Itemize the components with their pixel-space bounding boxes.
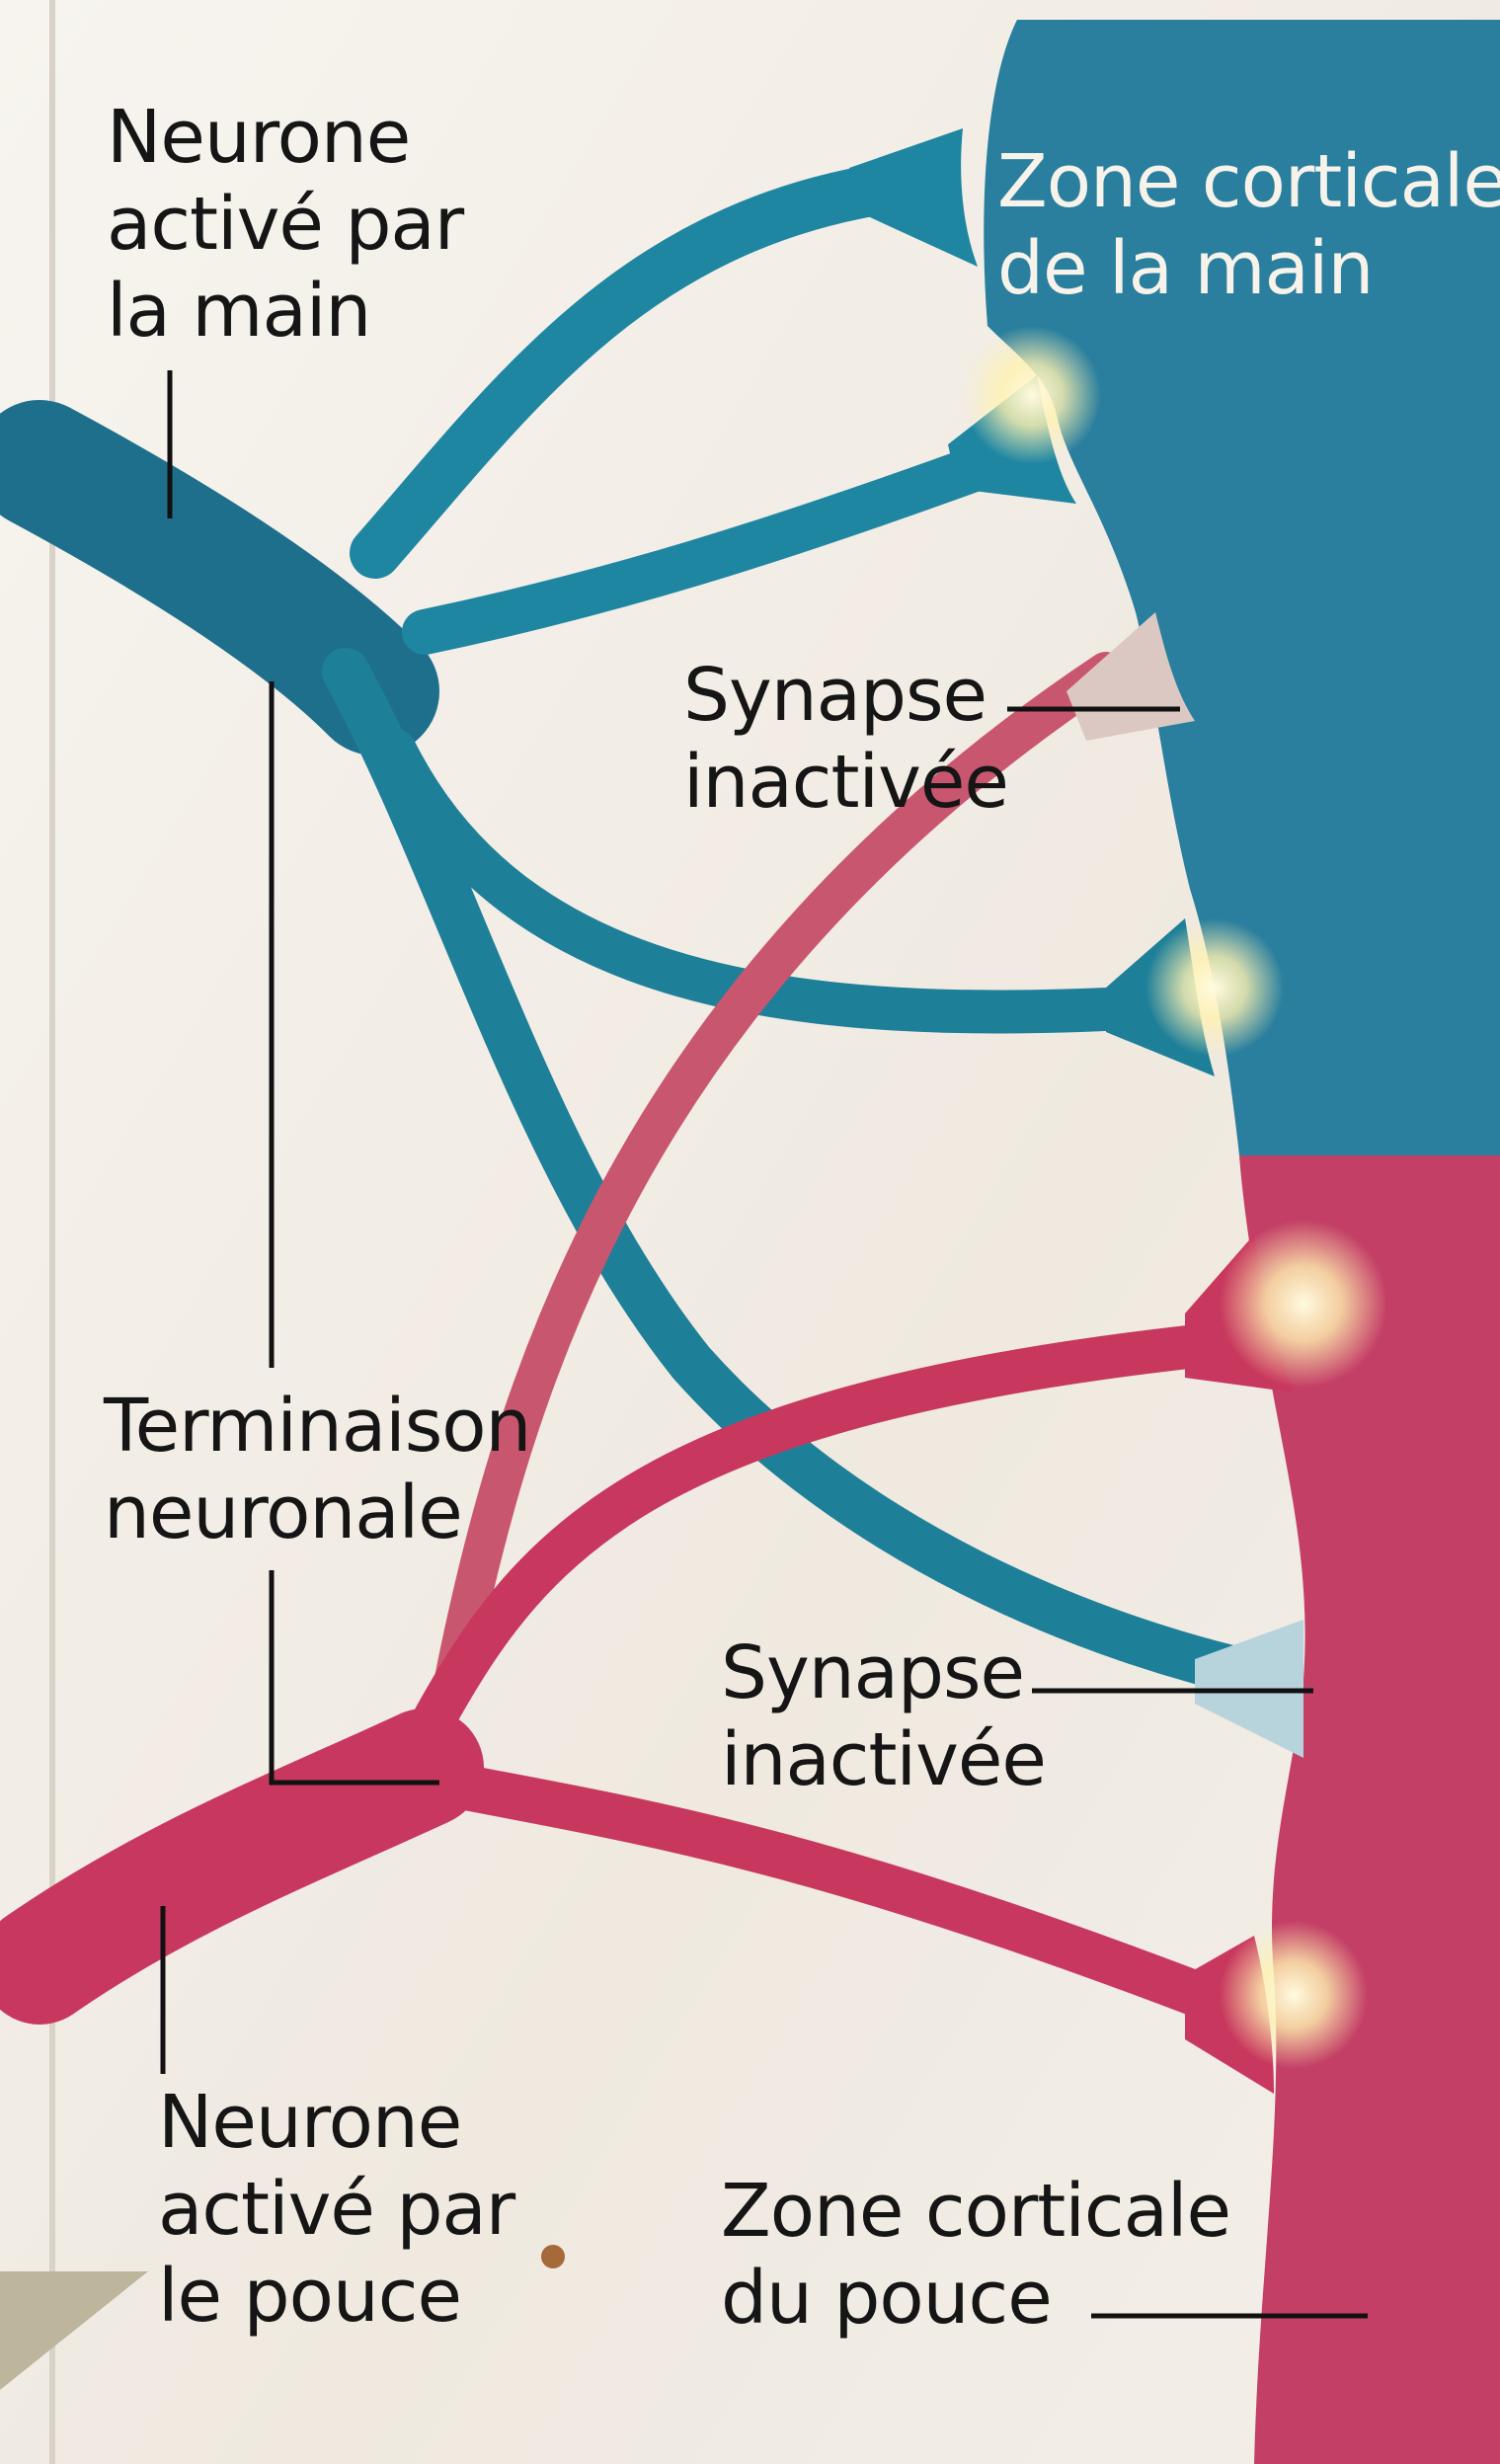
label-neuron-hand-line-3: la main: [107, 268, 463, 355]
label-synapse-top-line-2: inactivée: [683, 739, 1008, 826]
label-terminal: Terminaison neuronale: [104, 1383, 530, 1556]
synapse-glow-4: [1220, 1921, 1368, 2069]
label-neuron-thumb: Neurone activé par le pouce: [158, 2079, 514, 2340]
label-neuron-hand: Neurone activé par la main: [107, 94, 463, 355]
label-neuron-thumb-line-2: activé par: [158, 2166, 514, 2253]
label-zone-hand: Zone corticale de la main: [997, 138, 1500, 312]
label-synapse-bottom: Synapse inactivée: [721, 1629, 1046, 1803]
synapse-glow-3: [1220, 1220, 1387, 1388]
label-synapse-bottom-line-1: Synapse: [721, 1629, 1046, 1716]
left-edge-line: [49, 0, 55, 2464]
label-synapse-top: Synapse inactivée: [683, 652, 1008, 826]
label-neuron-thumb-line-1: Neurone: [158, 2079, 514, 2166]
label-neuron-thumb-line-3: le pouce: [158, 2253, 514, 2340]
label-synapse-bottom-line-2: inactivée: [721, 1716, 1046, 1803]
label-zone-thumb-line-1: Zone corticale: [721, 2168, 1230, 2255]
paper-speck: [541, 2245, 565, 2268]
label-zone-thumb-line-2: du pouce: [721, 2255, 1230, 2342]
label-zone-thumb: Zone corticale du pouce: [721, 2168, 1230, 2342]
label-neuron-hand-line-2: activé par: [107, 181, 463, 268]
label-synapse-top-line-1: Synapse: [683, 652, 1008, 739]
label-neuron-hand-line-1: Neurone: [107, 94, 463, 181]
label-zone-hand-line-2: de la main: [997, 225, 1500, 312]
label-terminal-line-2: neuronale: [104, 1470, 530, 1556]
label-zone-hand-line-1: Zone corticale: [997, 138, 1500, 225]
label-terminal-line-1: Terminaison: [104, 1383, 530, 1470]
synapse-glow-1: [963, 326, 1101, 464]
synapse-glow-2: [1145, 918, 1284, 1057]
